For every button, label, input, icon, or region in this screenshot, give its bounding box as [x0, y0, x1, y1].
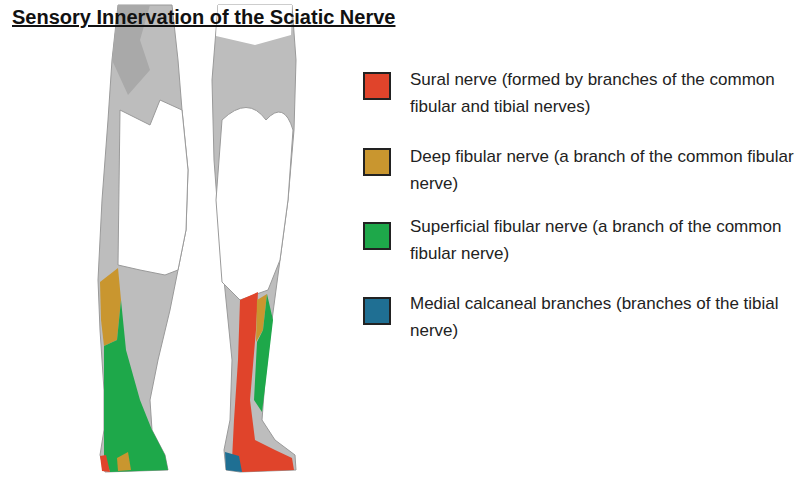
superficial-fibular-region: [254, 294, 273, 412]
legend-text: Deep fibular nerve (a branch of the comm…: [410, 143, 795, 197]
non-sciatic-region: [118, 100, 188, 275]
legend-swatch: [363, 222, 391, 250]
leg-silhouette: [212, 5, 296, 472]
legend-text: Superficial fibular nerve (a branch of t…: [410, 213, 795, 267]
non-sciatic-region: [216, 108, 293, 301]
leg-silhouette: [98, 5, 188, 472]
legend-text: Medial calcaneal branches (branches of t…: [410, 290, 795, 344]
legend-text: Sural nerve (formed by branches of the c…: [410, 66, 795, 120]
legend-swatch: [363, 72, 391, 100]
deep-fibular-toe-region: [117, 452, 131, 471]
legend-swatch: [363, 148, 391, 176]
sural-foot-region: [100, 455, 110, 472]
superficial-fibular-region: [104, 300, 168, 472]
legend-swatch: [363, 297, 391, 325]
medial-calcaneal-region: [225, 452, 242, 472]
sural-region: [232, 292, 294, 472]
diagram-title: Sensory Innervation of the Sciatic Nerve: [12, 6, 395, 29]
